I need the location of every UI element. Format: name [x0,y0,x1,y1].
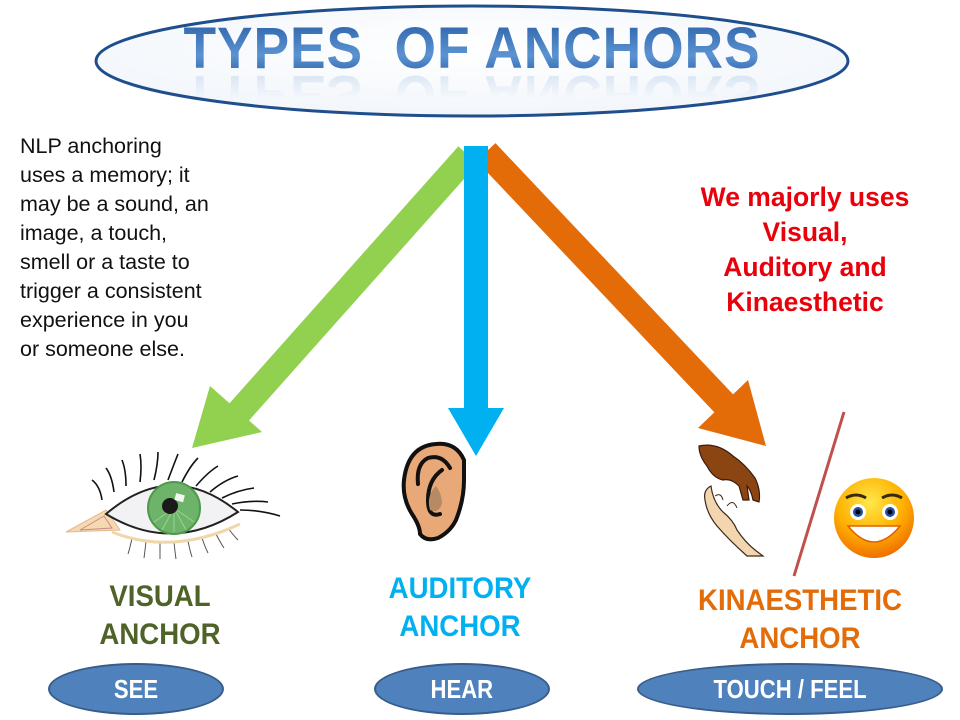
description-line: experience in you [20,308,189,332]
label-line: AUDITORY [388,572,532,605]
description-line: image, a touch, [20,221,168,245]
see-pill: SEE [48,663,224,715]
note-line: Kinaesthetic [726,287,884,317]
kinaesthetic-anchor-label: KINAESTHETIC ANCHOR [671,582,929,658]
description-line: may be a sound, an [20,192,209,216]
arrow-visual [192,146,478,448]
note-line: Visual, [762,217,848,247]
eye-icon [65,451,281,560]
visual-anchor-label: VISUAL ANCHOR [68,578,252,654]
pill-label: TOUCH / FEEL [713,673,867,704]
note-line: Auditory and [723,252,887,282]
description-line: smell or a taste to [20,250,190,274]
label-line: ANCHOR [399,610,521,643]
arrow-kinaesthetic [476,143,766,446]
note-line: We majorly uses [700,182,910,212]
divider-slash [792,411,846,577]
pill-label: SEE [113,673,159,704]
nlp-description: NLP anchoring uses a memory; it may be a… [20,132,280,364]
pill-label: HEAR [430,673,494,704]
title-ellipse [94,4,850,118]
auditory-anchor-label: AUDITORY ANCHOR [368,570,552,646]
ear-icon [401,441,466,542]
description-line: NLP anchoring [20,134,162,158]
description-line: or someone else. [20,337,185,361]
label-line: KINAESTHETIC [698,584,902,617]
description-line: uses a memory; it [20,163,190,187]
arrow-auditory [448,146,504,456]
label-line: VISUAL [109,580,211,613]
label-line: ANCHOR [739,622,861,655]
hear-pill: HEAR [374,663,550,715]
touch-feel-pill: TOUCH / FEEL [637,663,943,715]
page-title: TYPES OF ANCHORS [122,18,821,80]
label-line: ANCHOR [99,618,221,651]
smiley-face-icon [834,478,914,558]
senses-note: We majorly uses Visual, Auditory and Kin… [655,180,955,320]
hands-touch-icon [698,444,765,557]
description-line: trigger a consistent [20,279,202,303]
